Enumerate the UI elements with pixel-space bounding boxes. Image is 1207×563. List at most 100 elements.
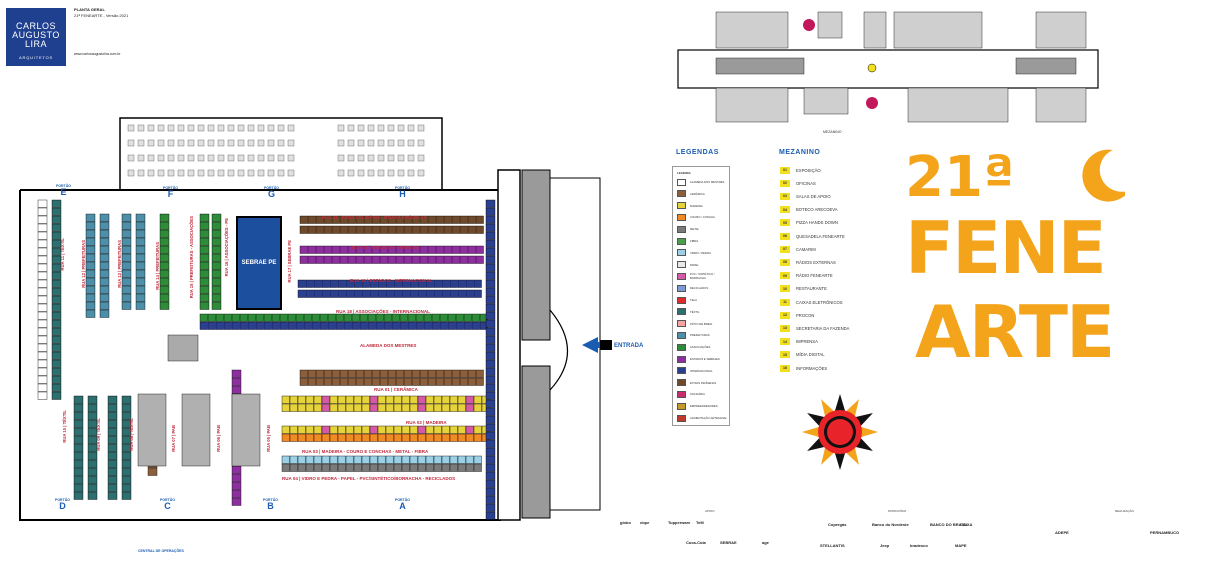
stall	[467, 377, 476, 386]
legend-label: ALAMEDA DOS MESTRES	[690, 180, 725, 184]
annex-table	[347, 169, 355, 177]
mezzanine-number: 09	[780, 272, 790, 280]
stall	[361, 395, 370, 404]
stall	[305, 403, 314, 412]
annex-table	[387, 139, 395, 147]
annex-tables	[127, 124, 425, 177]
stall	[423, 321, 432, 330]
stall	[247, 321, 256, 330]
mezzanine-number: 12	[780, 311, 790, 319]
stall	[409, 395, 418, 404]
stall	[121, 269, 132, 278]
stall	[51, 223, 62, 232]
stall	[271, 321, 280, 330]
annex-table	[257, 124, 265, 132]
stall	[485, 439, 496, 448]
sponsor-logo: BANCO DO BRASIL	[930, 522, 968, 527]
pab-block	[231, 393, 261, 467]
legend-title: LEGENDAS	[676, 149, 719, 156]
stall	[215, 321, 224, 330]
sun-icon	[802, 394, 878, 470]
annex-table	[407, 169, 415, 177]
stall	[99, 245, 110, 254]
stall	[299, 225, 308, 234]
stall	[73, 435, 84, 444]
logo-line-2: AUGUSTO	[12, 30, 60, 40]
stall	[321, 455, 330, 464]
brand-edition: 21ª	[905, 145, 1015, 210]
stall	[455, 313, 464, 322]
stall	[457, 279, 466, 288]
exhibition-room-east	[1015, 57, 1077, 75]
annex-table	[247, 124, 255, 132]
stall	[355, 215, 364, 224]
stall	[231, 489, 242, 498]
stall	[51, 215, 62, 224]
stall	[459, 369, 468, 378]
stall	[107, 403, 118, 412]
stall	[107, 491, 118, 500]
stall	[135, 269, 146, 278]
mezzanine-number: 02	[780, 179, 790, 187]
stall	[85, 213, 96, 222]
legend-item: INTERNACIONAL	[677, 367, 713, 375]
stall	[289, 403, 298, 412]
stall	[457, 395, 466, 404]
stall	[51, 383, 62, 392]
annex-table	[357, 124, 365, 132]
stall	[313, 279, 322, 288]
stall	[369, 433, 378, 442]
stall	[427, 255, 436, 264]
stall	[313, 395, 322, 404]
stall	[339, 255, 348, 264]
legend-item: ETNIAS INDÍGENAS	[677, 379, 716, 387]
stall	[485, 415, 496, 424]
sponsor-logo: Banco do Nordeste	[872, 522, 909, 527]
stall	[385, 279, 394, 288]
stall	[393, 403, 402, 412]
stall	[281, 425, 290, 434]
stall	[211, 253, 222, 262]
stall	[485, 431, 496, 440]
sponsor-logo: bradesco	[910, 543, 928, 548]
annex-table	[207, 124, 215, 132]
stall	[377, 403, 386, 412]
stall	[331, 369, 340, 378]
stall	[231, 377, 242, 386]
stall	[433, 395, 442, 404]
architect-url[interactable]: www.carlosaugustolira.com.br	[74, 52, 121, 56]
annex-table	[277, 139, 285, 147]
stall	[449, 279, 458, 288]
annex-table	[417, 124, 425, 132]
stall	[485, 407, 496, 416]
stall	[37, 343, 48, 352]
stall	[99, 261, 110, 270]
mezzanine-rooms	[715, 11, 1087, 123]
stall	[441, 395, 450, 404]
stall	[37, 215, 48, 224]
stall	[347, 255, 356, 264]
stall	[99, 293, 110, 302]
sponsor-logo: STELLANTIS	[820, 543, 845, 548]
stall	[223, 321, 232, 330]
stall	[353, 279, 362, 288]
stall	[361, 279, 370, 288]
stall	[147, 467, 158, 476]
stall	[409, 455, 418, 464]
stall	[87, 467, 98, 476]
stall	[417, 395, 426, 404]
annex-table	[257, 169, 265, 177]
stall	[391, 321, 400, 330]
stall	[87, 419, 98, 428]
stall	[51, 247, 62, 256]
